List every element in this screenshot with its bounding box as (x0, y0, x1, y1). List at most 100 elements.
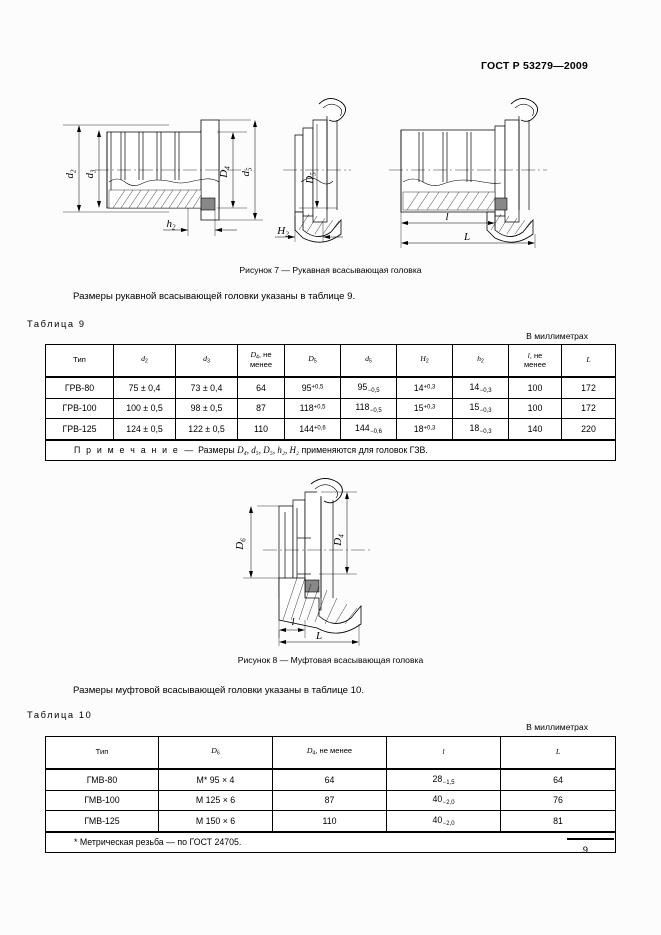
cell-type: ГРВ-100 (45, 397, 114, 419)
label-L: L (462, 231, 469, 243)
cell-l: 40−2,0 (386, 789, 501, 811)
cell-l: 100 (508, 397, 562, 419)
table-row: ГРВ-100 100 ± 0,5 98 ± 0,5 87 118+0,5 11… (45, 397, 616, 419)
cell-D4: 87 (272, 789, 387, 811)
cell-L: 76 (500, 789, 616, 811)
col-head-L: L (500, 736, 616, 770)
label-d5: d5 (240, 167, 254, 177)
col-head-L: L (561, 344, 616, 378)
col-head-type: Тип (45, 736, 159, 770)
note-text-a: Размеры (198, 445, 235, 456)
cell-D6: М* 95 × 4 (158, 768, 273, 791)
table-9-note: П р и м е ч а н и е — Размеры D₄, d₅, D₅… (45, 438, 616, 461)
col-head-D5: D5 (284, 344, 341, 378)
col-head-d3: d3 (175, 344, 238, 378)
note-vars: D₄, d₅, D₅, h₂, H₂ (237, 445, 300, 456)
cell-type: ГМВ-100 (45, 789, 159, 811)
cell-type: ГРВ-80 (45, 376, 114, 399)
col-head-D6: D6 (158, 736, 273, 770)
figure-8-svg: D6 D4 l L (234, 478, 371, 646)
cell-D4: 87 (237, 397, 285, 419)
label-L: L (314, 630, 321, 642)
label-l: l (445, 211, 448, 223)
paragraph-ref-table9: Размеры рукавной всасывающей головки ука… (73, 291, 356, 302)
cell-d3: 73 ± 0,4 (175, 376, 238, 399)
figure-7-drawing: d2 d3 D4 d5 h2 (0, 90, 661, 255)
table-10-units: В миллиметрах (526, 722, 588, 732)
cell-h2: 18−0,3 (452, 418, 509, 440)
cell-D6: М 125 × 6 (158, 789, 273, 811)
page-number: 9 (582, 845, 588, 856)
cell-D4: 64 (237, 376, 285, 399)
label-d3: d3 (84, 169, 98, 179)
table-9-label: Таблица 9 (27, 319, 86, 329)
cell-d2: 100 ± 0,5 (113, 397, 176, 419)
cell-H2: 15+0,3 (396, 397, 453, 419)
label-l: l (291, 616, 294, 628)
cell-l: 40−2,0 (386, 810, 501, 832)
cell-H2: 18+0,3 (396, 418, 453, 440)
cell-L: 64 (500, 768, 616, 791)
page-footer-rule (567, 838, 614, 840)
figure-7-svg: d2 d3 D4 d5 h2 (62, 98, 547, 248)
table-10-footnote: * Метрическая резьба — по ГОСТ 24705. (45, 830, 616, 853)
table-row: ГРВ-125 124 ± 0,5 122 ± 0,5 110 144+0,6 … (45, 418, 616, 440)
table-row: ГМВ-80 М* 95 × 4 64 28−1,5 64 (45, 768, 616, 791)
table-row: ГРВ-80 75 ± 0,4 73 ± 0,4 64 95+0,5 95−0,… (45, 376, 616, 399)
col-head-d5: d5 (340, 344, 397, 378)
cell-D5: 144+0,6 (284, 418, 341, 440)
cell-d2: 124 ± 0,5 (113, 418, 176, 440)
cell-L: 172 (561, 376, 616, 399)
figure-7-caption: Рисунок 7 — Рукавная всасывающая головка (239, 265, 422, 275)
table-10-header-row: Тип D6 D4, не менее l L (45, 736, 616, 770)
label-d2: d2 (64, 169, 78, 179)
cell-D4: 64 (272, 768, 387, 791)
cell-d5: 95−0,5 (340, 376, 397, 399)
cell-L: 220 (561, 418, 616, 440)
cell-type: ГМВ-80 (45, 768, 159, 791)
cell-d5: 144−0,6 (340, 418, 397, 440)
note-dash: — (184, 445, 194, 456)
cell-D5: 118+0,5 (284, 397, 341, 419)
cell-D4: 110 (237, 418, 285, 440)
cell-h2: 14−0,3 (452, 376, 509, 399)
table-9-units: В миллиметрах (526, 331, 588, 341)
table-10-footnote-row: * Метрическая резьба — по ГОСТ 24705. (45, 830, 616, 853)
cell-d2: 75 ± 0,4 (113, 376, 176, 399)
table-row: ГМВ-100 М 125 × 6 87 40−2,0 76 (45, 789, 616, 811)
cell-l: 28−1,5 (386, 768, 501, 791)
col-head-D4: D4, не менее (272, 736, 387, 770)
cell-D6: М 150 × 6 (158, 810, 273, 832)
cell-d3: 98 ± 0,5 (175, 397, 238, 419)
label-h2: h2 (166, 218, 176, 232)
paragraph-ref-table10: Размеры муфтовой всасывающей головки ука… (73, 685, 364, 696)
cell-d5: 118−0,5 (340, 397, 397, 419)
label-H2: H2 (276, 225, 289, 239)
cell-type: ГРВ-125 (45, 418, 114, 440)
col-head-l: l (386, 736, 501, 770)
col-head-d2: d2 (113, 344, 176, 378)
figure-8-drawing: D6 D4 l L (0, 478, 661, 648)
label-D6: D6 (234, 538, 248, 551)
cell-L: 172 (561, 397, 616, 419)
table-9-note-row: П р и м е ч а н и е — Размеры D₄, d₅, D₅… (45, 438, 616, 461)
note-prefix: П р и м е ч а н и е (74, 445, 180, 456)
col-head-H2: H2 (396, 344, 453, 378)
cell-l: 140 (508, 418, 562, 440)
table-row: ГМВ-125 М 150 × 6 110 40−2,0 81 (45, 810, 616, 832)
cell-L: 81 (500, 810, 616, 832)
label-D4: D4 (332, 534, 346, 547)
figure-8-caption: Рисунок 8 — Муфтовая всасывающая головка (237, 655, 424, 665)
table-10-label: Таблица 10 (27, 710, 93, 720)
cell-D4: 110 (272, 810, 387, 832)
cell-l: 100 (508, 376, 562, 399)
cell-D5: 95+0,5 (284, 376, 341, 399)
cell-h2: 15−0,3 (452, 397, 509, 419)
cell-d3: 122 ± 0,5 (175, 418, 238, 440)
note-text-b: применяются для головок ГЗВ. (301, 445, 428, 456)
col-head-h2: h2 (452, 344, 509, 378)
